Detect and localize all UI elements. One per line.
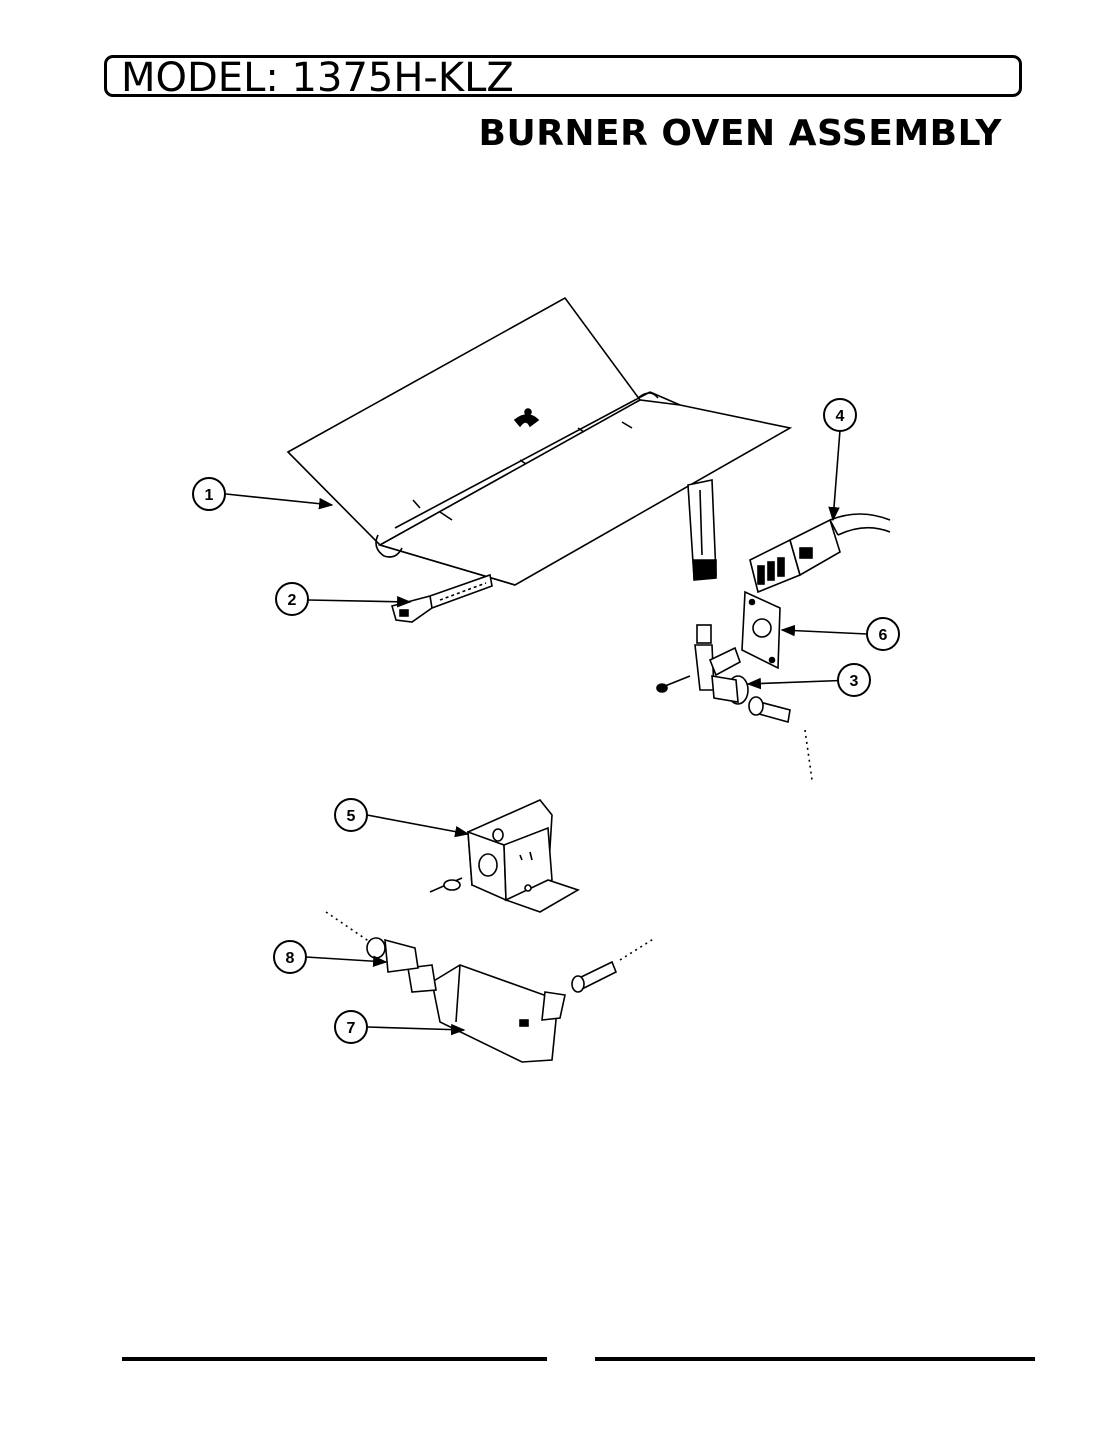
burner-baffle-part (286, 296, 793, 586)
callout-7: 7 (334, 1010, 368, 1044)
footer-rule-left (122, 1357, 547, 1361)
svg-text:1: 1 (205, 487, 214, 504)
assembly-title: BURNER OVEN ASSEMBLY (478, 113, 1002, 154)
svg-text:6: 6 (879, 627, 888, 644)
svg-text:8: 8 (286, 950, 295, 967)
valve-bracket-part (429, 799, 580, 913)
callout-8: 8 (273, 940, 307, 974)
svg-text:7: 7 (347, 1020, 356, 1037)
orifice-fitting-part (656, 624, 813, 781)
mounting-plate-part (741, 590, 781, 670)
callout-leaders (225, 429, 868, 1036)
callout-2: 2 (275, 582, 309, 616)
svg-text:3: 3 (850, 673, 859, 690)
model-label: MODEL: 1375H-KLZ (121, 55, 514, 101)
burner-tube-part (391, 573, 493, 623)
svg-text:2: 2 (288, 592, 297, 609)
svg-text:4: 4 (836, 408, 845, 425)
pilot-tube-part (687, 479, 717, 581)
callout-3: 3 (837, 663, 871, 697)
callout-1: 1 (192, 477, 226, 511)
svg-text:5: 5 (347, 808, 356, 825)
footer-rule-right (595, 1357, 1035, 1361)
igniter-part (749, 513, 891, 594)
callout-6: 6 (866, 617, 900, 651)
gas-valve-part (325, 911, 656, 1063)
callout-5: 5 (334, 798, 368, 832)
callout-4: 4 (823, 398, 857, 432)
model-header-box: MODEL: 1375H-KLZ (104, 55, 1022, 101)
